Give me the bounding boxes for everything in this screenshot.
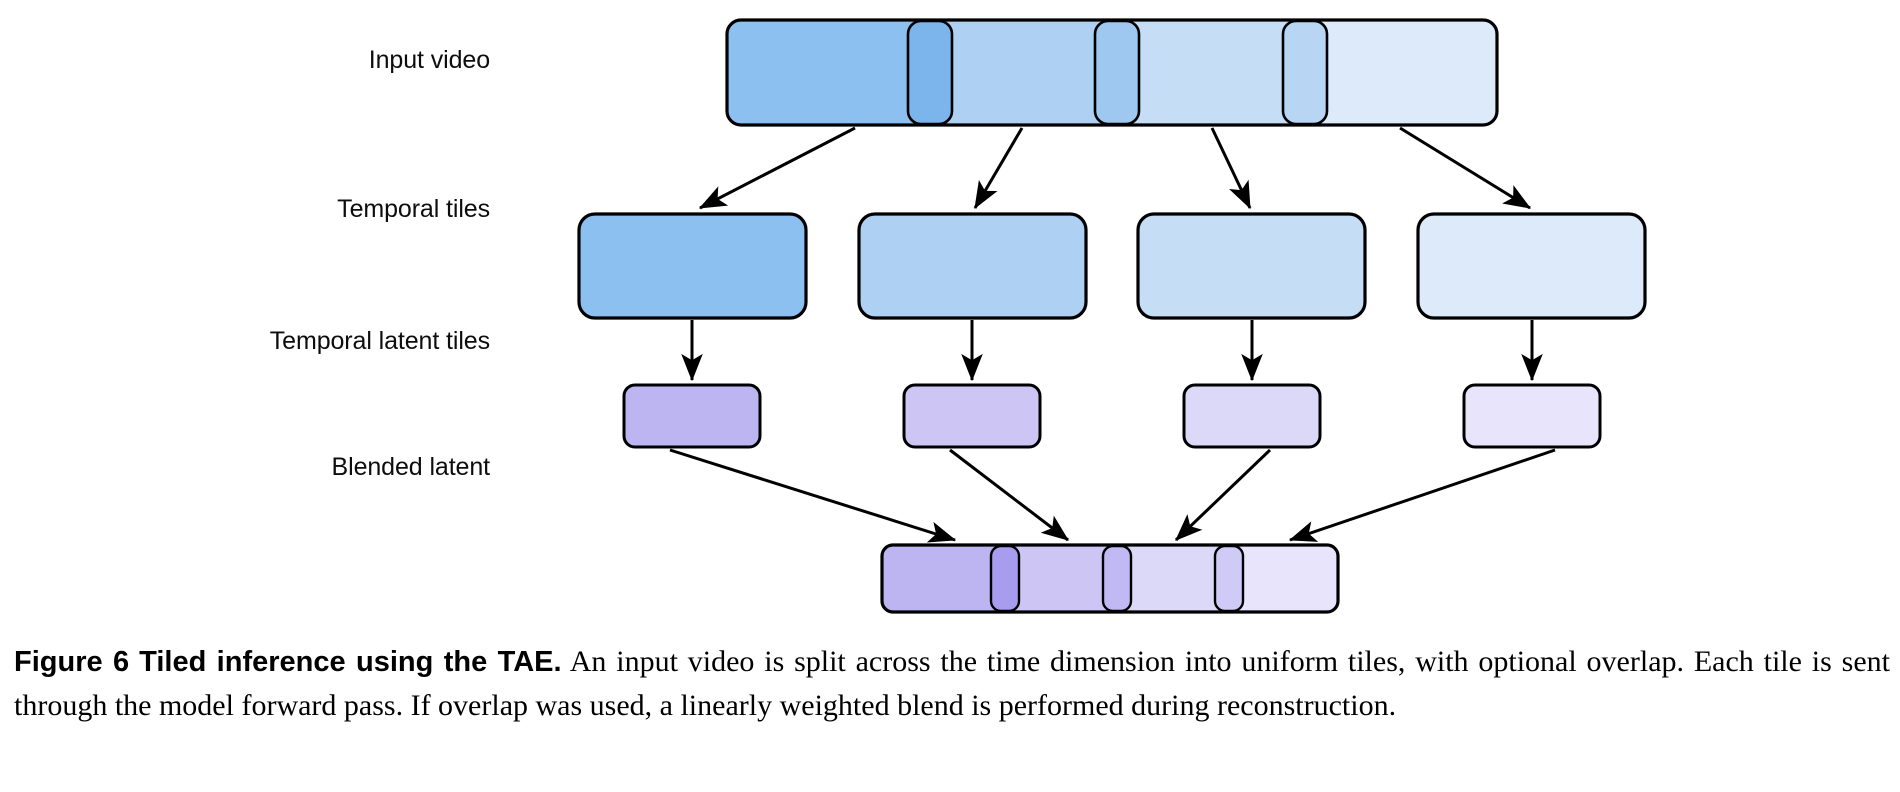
overlap-2: [1093, 19, 1141, 126]
latent-tile-3: [1182, 383, 1322, 449]
blend-arrow-2: [949, 448, 1069, 542]
row-label-input-video: Input video: [368, 46, 490, 74]
segment-4: [1307, 20, 1497, 125]
segment-2: [927, 20, 1117, 125]
temporal-latent-tiles-group: [622, 383, 1602, 449]
blended-overlap-2: [1101, 544, 1133, 613]
row-label-temporal-latent-tiles: Temporal latent tiles: [269, 327, 490, 355]
temporal-tile-3: [1136, 212, 1367, 320]
blended-segment-1: [882, 545, 1002, 612]
split-arrow-4: [1399, 126, 1532, 210]
temporal-tiles-group: [577, 212, 1647, 320]
split-arrows-group: [698, 126, 1532, 210]
input-video-bar: [725, 18, 1499, 127]
split-arrow-3: [1210, 127, 1252, 210]
temporal-tile-4: [1416, 212, 1647, 320]
blended-overlap-1: [989, 544, 1021, 613]
blend-arrow-1: [669, 448, 957, 543]
figure-caption-body: An input video is split across the time …: [14, 645, 1890, 723]
blend-arrows-group: [669, 448, 1556, 543]
row-label-temporal-tiles: Temporal tiles: [337, 195, 490, 223]
blend-arrow-4: [1288, 448, 1556, 542]
split-arrow-1: [698, 126, 856, 210]
segment-1: [727, 20, 927, 125]
latent-tile-2: [902, 383, 1042, 449]
segment-3: [1117, 20, 1307, 125]
overlap-1: [906, 19, 954, 126]
figure-number: Figure 6: [14, 646, 130, 678]
latent-tile-1: [622, 383, 762, 449]
row-label-blended-latent: Blended latent: [331, 453, 491, 481]
blend-arrow-3: [1174, 448, 1272, 542]
diagram-canvas: [577, 18, 1647, 614]
blended-overlap-3: [1213, 544, 1245, 613]
input-video-segments: [727, 20, 1497, 125]
figure-caption: Figure 6 Tiled inference using the TAE. A…: [14, 640, 1890, 728]
temporal-tile-2: [857, 212, 1088, 320]
blended-latent-outline: [880, 543, 1340, 614]
blended-segment-2: [1002, 545, 1114, 612]
overlap-3: [1281, 19, 1329, 126]
figure-title: Tiled inference using the TAE.: [139, 646, 562, 678]
blended-segment-3: [1114, 545, 1226, 612]
encode-arrows-group: [681, 320, 1543, 382]
split-arrow-2: [973, 127, 1024, 210]
latent-tile-4: [1462, 383, 1602, 449]
blended-latent-segments: [882, 545, 1338, 612]
input-video-outline: [725, 18, 1499, 127]
blended-segment-4: [1226, 545, 1338, 612]
blended-latent-bar: [880, 543, 1340, 614]
temporal-tile-1: [577, 212, 808, 320]
